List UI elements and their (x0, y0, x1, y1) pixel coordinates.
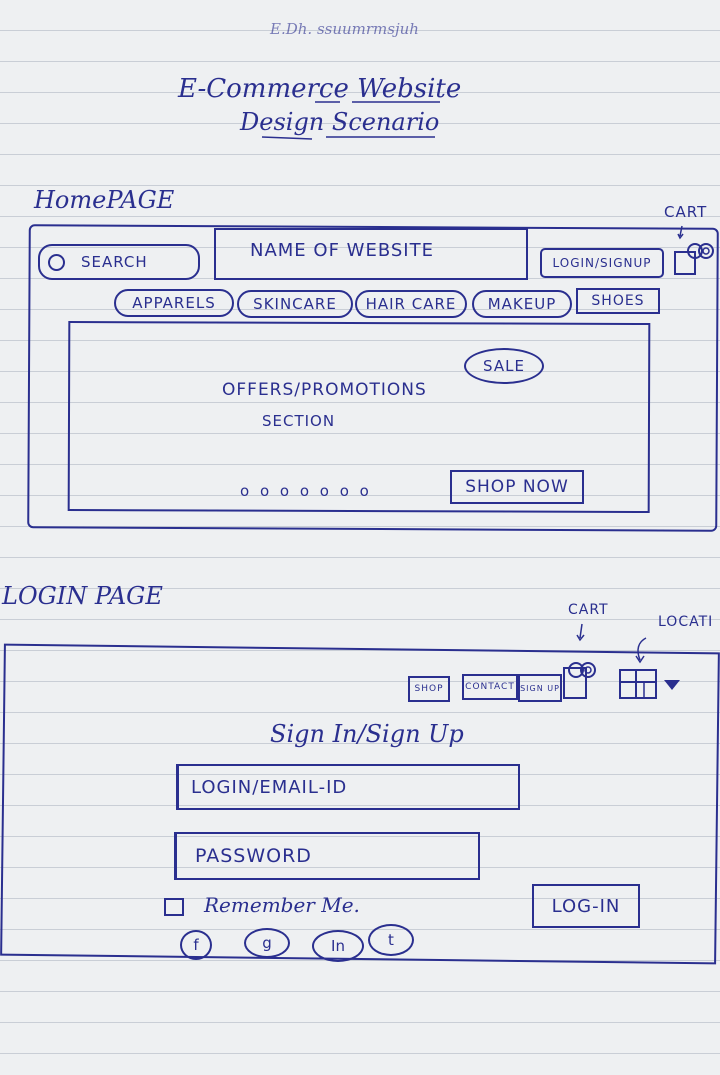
login-cart-icon (563, 623, 596, 699)
search-icon (48, 253, 65, 271)
home-section-label: HomePAGE (34, 186, 175, 214)
website-name-box (214, 228, 528, 280)
nav-contact[interactable]: CONTACT (462, 674, 518, 700)
page-title: E-Commerce Website (178, 74, 462, 104)
google-icon[interactable]: g (244, 928, 290, 958)
top-scribble: E.Dh. ssuumrmsjuh (270, 20, 419, 38)
login-button[interactable]: LOG-IN (532, 884, 640, 928)
home-cart-label: CART (664, 203, 708, 221)
offers-subtitle: SECTION (262, 412, 336, 430)
category-skincare[interactable]: SKINCARE (237, 290, 353, 318)
search-button[interactable]: SEARCH (38, 244, 200, 280)
login-cart-label: CART (568, 602, 609, 618)
offers-title: OFFERS/PROMOTIONS (222, 380, 427, 400)
page-subtitle: Design Scenario (240, 108, 440, 136)
remember-me-checkbox[interactable] (164, 898, 184, 916)
facebook-icon[interactable]: f (180, 930, 212, 960)
login-email-field[interactable]: LOGIN/EMAIL-ID (176, 764, 520, 810)
linkedin-icon[interactable]: In (312, 930, 364, 962)
category-haircare[interactable]: HAIR CARE (355, 290, 467, 318)
remember-me-label: Remember Me. (204, 893, 360, 917)
password-field[interactable]: PASSWORD (174, 832, 480, 880)
dropdown-arrow-icon (664, 680, 680, 690)
login-signup-button[interactable]: LOGIN/SIGNUP (540, 248, 664, 278)
website-name: NAME OF WEBSITE (250, 240, 434, 261)
nav-signup[interactable]: SIGN UP (518, 674, 562, 702)
title-underlines (261, 101, 440, 140)
sale-badge: SALE (464, 348, 544, 384)
category-makeup[interactable]: MAKEUP (472, 290, 572, 318)
category-shoes[interactable]: SHOES (576, 288, 660, 314)
twitter-icon[interactable]: t (368, 924, 414, 956)
search-label: SEARCH (81, 253, 148, 271)
nav-shop[interactable]: SHOP (408, 676, 450, 702)
location-icon[interactable] (616, 632, 686, 712)
login-section-label: LOGIN PAGE (2, 582, 163, 610)
location-label: LOCATI (658, 614, 714, 630)
cart-icon (674, 225, 714, 275)
shop-now-button[interactable]: SHOP NOW (450, 470, 584, 504)
signin-heading: Sign In/Sign Up (270, 720, 464, 748)
category-apparels[interactable]: APPARELS (114, 289, 234, 317)
carousel-dots[interactable]: o o o o o o o (240, 482, 372, 500)
